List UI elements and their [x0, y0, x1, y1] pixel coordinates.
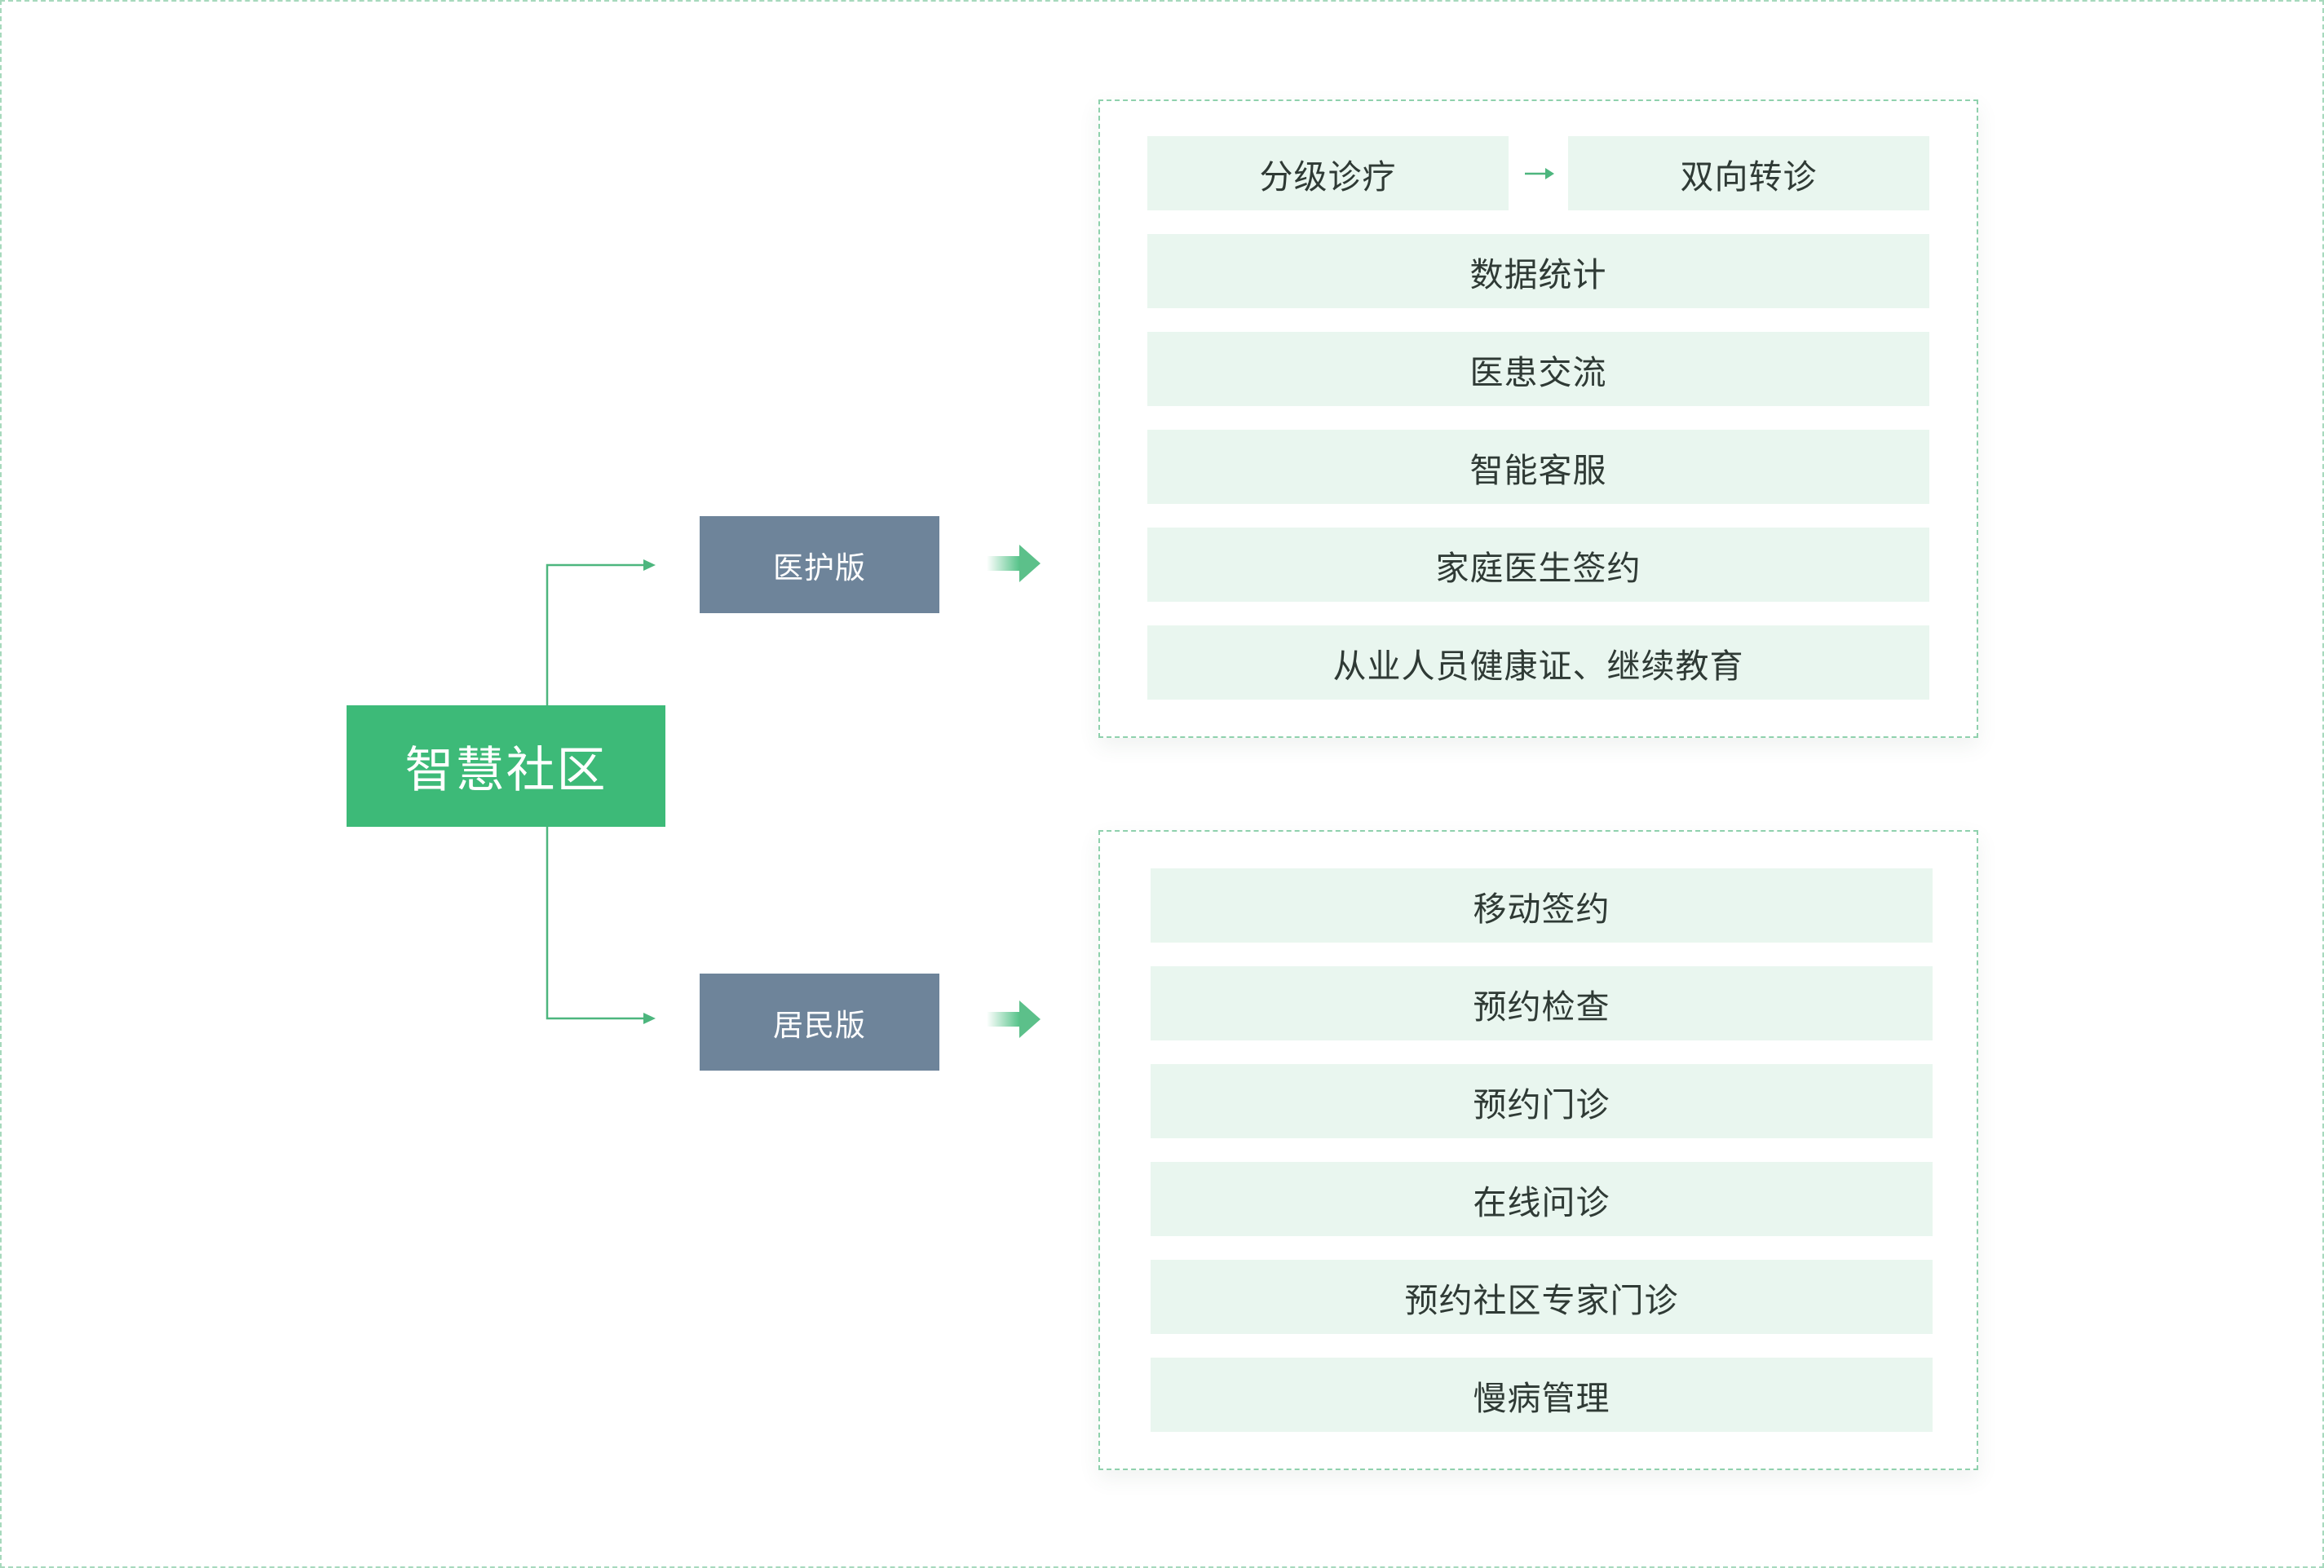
flow-to-item: 双向转诊: [1568, 136, 1929, 210]
root-node: 智慧社区: [347, 705, 665, 827]
arrow-right-icon: [643, 1013, 656, 1024]
resident-features-panel: 移动签约 预约检查 预约门诊 在线问诊 预约社区专家门诊 慢病管理: [1098, 830, 1978, 1470]
feature-item: 家庭医生签约: [1147, 528, 1929, 602]
feature-item: 预约门诊: [1151, 1064, 1933, 1138]
gradient-arrow-right-icon: [987, 545, 1040, 582]
feature-item: 医患交流: [1147, 332, 1929, 406]
arrow-right-icon: [643, 559, 656, 571]
branch-node-label: 居民版: [773, 1008, 866, 1042]
feature-item: 从业人员健康证、继续教育: [1147, 625, 1929, 700]
branch-node-resident: 居民版: [700, 974, 939, 1071]
gradient-arrow-right-icon: [987, 1000, 1040, 1038]
connector-line-bottom: [546, 827, 646, 1020]
feature-item: 数据统计: [1147, 234, 1929, 308]
feature-item: 预约社区专家门诊: [1151, 1260, 1933, 1334]
root-node-label: 智慧社区: [404, 743, 608, 797]
flow-row: 分级诊疗 双向转诊: [1147, 136, 1929, 210]
branch-node-label: 医护版: [773, 550, 866, 585]
flow-from-item: 分级诊疗: [1147, 136, 1509, 210]
branch-node-medical: 医护版: [700, 516, 939, 613]
feature-item: 移动签约: [1151, 868, 1933, 943]
feature-item: 智能客服: [1147, 430, 1929, 504]
medical-features-panel: 分级诊疗 双向转诊 数据统计 医患交流 智能客服 家庭医生签约 从业人员健康证、…: [1098, 99, 1978, 738]
feature-item: 慢病管理: [1151, 1358, 1933, 1432]
feature-item: 预约检查: [1151, 966, 1933, 1040]
connector-line-top: [546, 563, 646, 705]
arrow-right-icon: [1525, 168, 1554, 179]
feature-item: 在线问诊: [1151, 1162, 1933, 1236]
